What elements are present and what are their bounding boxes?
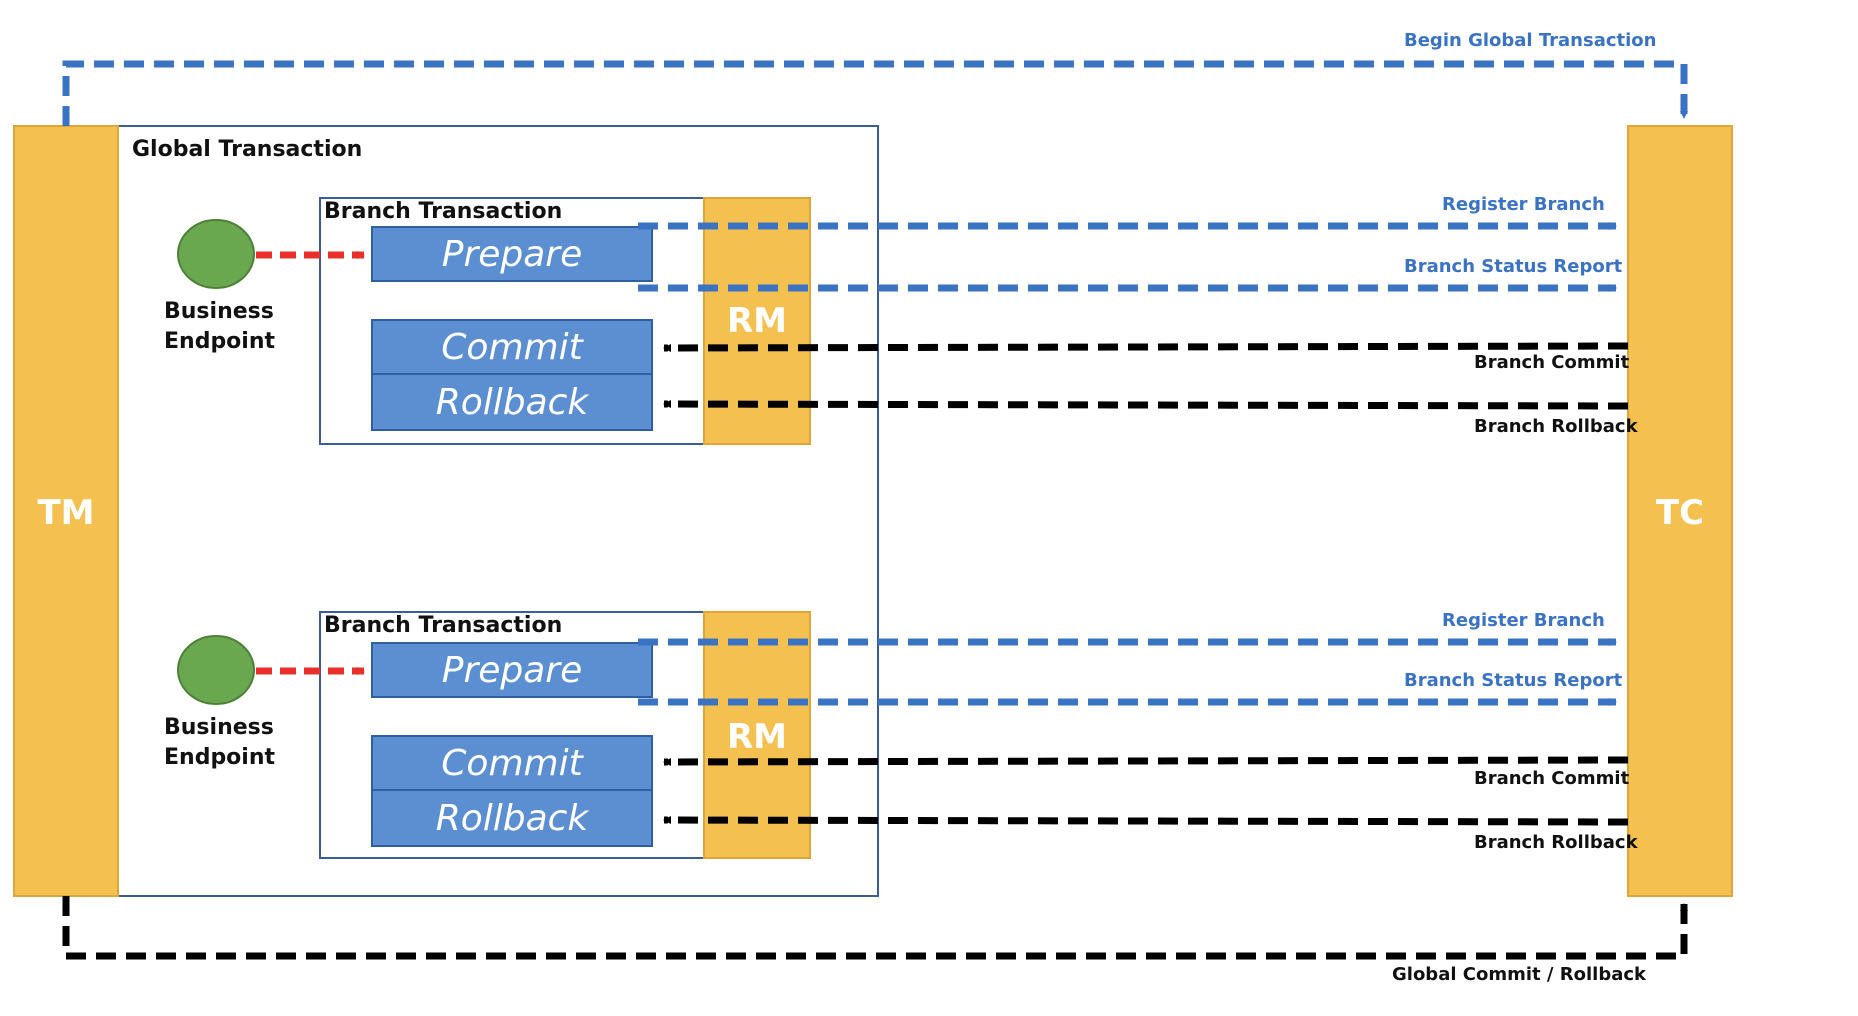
tm-label: TM: [37, 493, 94, 533]
rollback-label-2: Rollback: [436, 798, 591, 839]
business-endpoint-label-1b: Endpoint: [164, 329, 276, 354]
global-transaction-title: Global Transaction: [132, 137, 362, 162]
global-commit-rollback-label: Global Commit / Rollback: [1392, 964, 1647, 985]
business-endpoint-label-1a: Business: [164, 299, 274, 324]
rm-label-2: RM: [727, 717, 787, 757]
business-endpoint-label-2b: Endpoint: [164, 745, 276, 770]
commit-box-2: [371, 735, 653, 791]
register-branch-label-1: Register Branch: [1442, 194, 1605, 215]
branch-rollback-label-2: Branch Rollback: [1474, 832, 1639, 853]
branch-commit-arrow-2: [663, 756, 1629, 766]
branch-commit-label-1: Branch Commit: [1474, 352, 1630, 373]
branch-status-report-label-1: Branch Status Report: [1404, 256, 1623, 277]
business-endpoint-circle-1: [177, 219, 255, 289]
begin-global-transaction-arrow: [62, 60, 1688, 126]
branch-title-1: Branch Transaction: [324, 199, 562, 224]
branch-commit-arrow-1: [663, 342, 1629, 352]
commit-label-2: Commit: [441, 743, 584, 784]
branch-commit-label-2: Branch Commit: [1474, 768, 1630, 789]
branch-title-2: Branch Transaction: [324, 613, 562, 638]
rm-label-1: RM: [727, 301, 787, 341]
prepare-box-1: [371, 226, 653, 282]
rollback-box-2: [371, 789, 653, 847]
register-branch-label-2: Register Branch: [1442, 610, 1605, 631]
prepare-label-2: Prepare: [442, 650, 583, 691]
rollback-label-1: Rollback: [436, 382, 591, 423]
rollback-box-1: [371, 373, 653, 431]
prepare-label-1: Prepare: [442, 234, 583, 275]
branch-rollback-arrow-1: [663, 400, 1629, 410]
business-endpoint-label-2a: Business: [164, 715, 274, 740]
branch-rollback-arrow-2: [663, 816, 1629, 826]
begin-global-transaction-label: Begin Global Transaction: [1404, 30, 1656, 51]
business-endpoint-circle-2: [177, 635, 255, 705]
branch-status-report-label-2: Branch Status Report: [1404, 670, 1623, 691]
global-commit-rollback-arrow: [62, 896, 1688, 960]
commit-label-1: Commit: [441, 327, 584, 368]
tc-box: [1627, 125, 1733, 897]
tm-box: [13, 125, 119, 897]
tc-label: TC: [1656, 493, 1704, 533]
prepare-box-2: [371, 642, 653, 698]
branch-rollback-label-1: Branch Rollback: [1474, 416, 1639, 437]
